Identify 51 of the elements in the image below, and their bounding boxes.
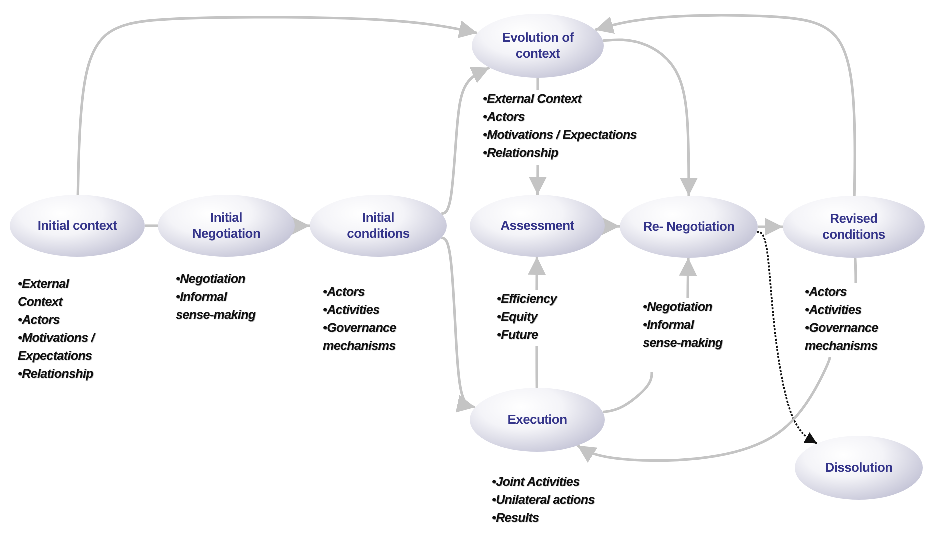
- arrow: [441, 66, 490, 216]
- list-item: •External Context: [483, 91, 584, 108]
- list-item: •Joint Activities: [492, 474, 581, 491]
- list-item: •Results: [492, 510, 540, 527]
- list-item: •Actors: [18, 312, 61, 329]
- list-item: •Activities: [805, 302, 863, 319]
- arrow: [528, 164, 547, 196]
- arrow: [679, 258, 698, 298]
- list-item: •Actors: [323, 284, 366, 301]
- arrow: [441, 236, 476, 413]
- arrow: [76, 16, 478, 196]
- arrow: [292, 217, 310, 235]
- list-item: •Actors: [805, 284, 848, 301]
- list-item: •Efficiency: [497, 291, 558, 308]
- list-item: •Governance mechanisms: [323, 320, 398, 355]
- list-item: •Future: [497, 327, 540, 344]
- node-label: Dissolution: [825, 460, 893, 476]
- node-label: Initial Negotiation: [191, 210, 262, 242]
- arrow: [603, 38, 698, 196]
- list-item: •Relationship: [483, 145, 560, 162]
- connector-line: [854, 258, 858, 283]
- arrow: [576, 356, 832, 463]
- list-item: •Activities: [323, 302, 381, 319]
- arrow: [594, 14, 856, 196]
- connector-line: [536, 78, 540, 90]
- list-item: •Governance mechanisms: [805, 320, 880, 355]
- node-label: Execution: [508, 412, 568, 428]
- list-item: •Informal sense-making: [176, 289, 257, 324]
- connector-line: [536, 346, 538, 388]
- list-item: •Negotiation: [643, 299, 714, 316]
- connector-line: [145, 224, 158, 228]
- arrow: [758, 218, 783, 236]
- list-item: •Equity: [497, 309, 540, 326]
- node-label: Assessment: [500, 218, 574, 234]
- list-item: •External Context: [18, 276, 70, 311]
- node-label: Initial context: [38, 218, 118, 234]
- node-label: Revised conditions: [822, 211, 886, 243]
- arrow: [602, 217, 620, 236]
- node-label: Evolution of context: [501, 30, 576, 62]
- node-label: Initial conditions: [346, 210, 411, 242]
- list-item: •Motivations / Expectations: [483, 127, 638, 144]
- list-item: •Negotiation: [176, 271, 247, 288]
- list-item: •Motivations / Expectations: [18, 330, 97, 365]
- arrow: [528, 256, 546, 290]
- list-item: •Unilateral actions: [492, 492, 596, 509]
- list-item: •Informal sense-making: [643, 317, 724, 352]
- arrow: [756, 231, 818, 445]
- connector-line: [602, 372, 654, 414]
- list-item: •Actors: [483, 109, 526, 126]
- node-label: Re- Negotiation: [643, 219, 735, 235]
- list-item: •Relationship: [18, 366, 94, 383]
